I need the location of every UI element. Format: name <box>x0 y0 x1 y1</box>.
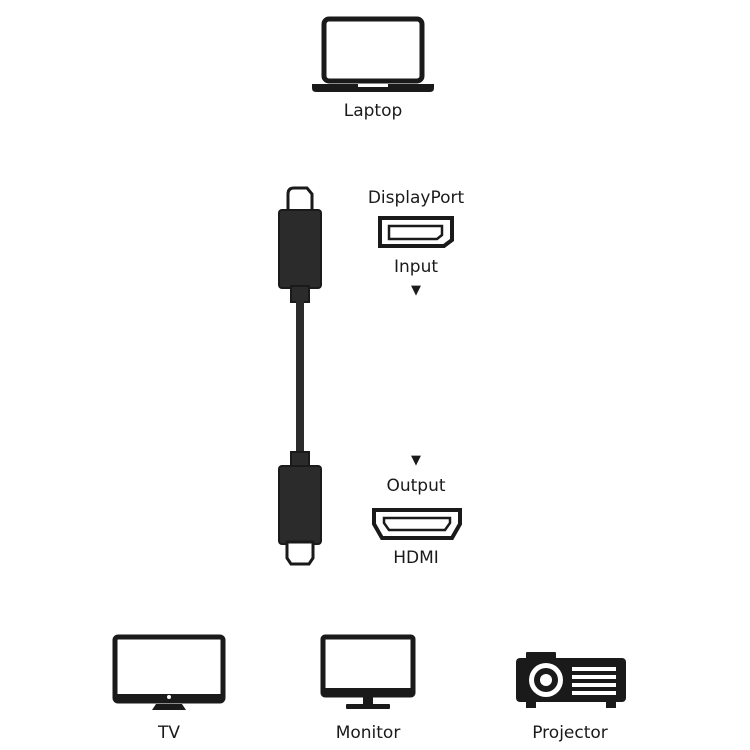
displayport-to-hdmi-cable-icon <box>276 186 324 568</box>
tv-label: TV <box>157 723 180 743</box>
laptop-label: Laptop <box>343 101 403 121</box>
projector-icon <box>512 650 630 714</box>
projector-label: Projector <box>532 723 608 743</box>
tv-icon <box>112 634 226 714</box>
monitor-icon <box>320 634 416 714</box>
displayport-connector-icon <box>378 216 454 248</box>
input-arrow-down-icon: ▼ <box>411 283 421 298</box>
hdmi-connector-icon <box>372 508 462 540</box>
hdmi-label: HDMI <box>393 548 439 568</box>
input-label: Input <box>393 257 439 277</box>
laptop-icon <box>310 14 436 94</box>
output-label: Output <box>386 476 446 496</box>
output-arrow-down-icon: ▼ <box>411 453 421 468</box>
displayport-label: DisplayPort <box>367 188 465 208</box>
monitor-label: Monitor <box>335 723 401 743</box>
